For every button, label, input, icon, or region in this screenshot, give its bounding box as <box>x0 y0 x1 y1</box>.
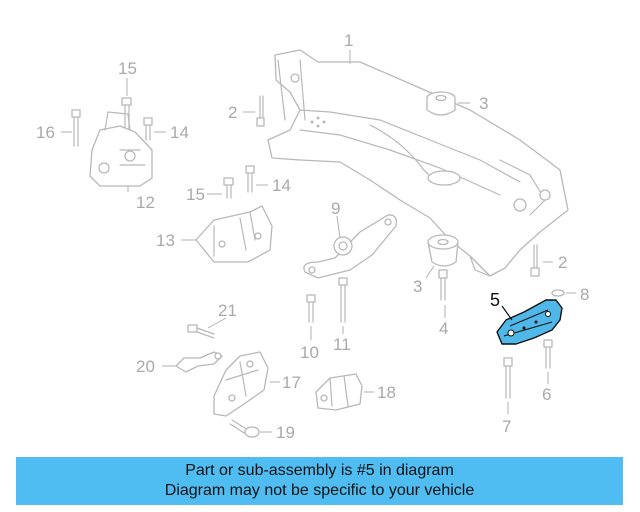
callout-21: 21 <box>218 301 237 320</box>
callout-5-highlighted: 5 <box>490 290 500 310</box>
callout-2-lower: 2 <box>558 253 567 272</box>
callout-15-lower: 15 <box>186 185 205 204</box>
bolt-10 <box>306 294 316 323</box>
bolt-4 <box>438 269 448 301</box>
callout-7: 7 <box>502 417 511 436</box>
banner-line-2: Diagram may not be specific to your vehi… <box>164 482 475 499</box>
washer-8 <box>551 289 565 297</box>
torque-rod <box>303 214 397 279</box>
callout-9: 9 <box>331 199 340 218</box>
callout-14-upper: 14 <box>170 123 189 142</box>
bolt-14-lower <box>245 165 255 193</box>
parts-diagram: 1 2 3 15 16 14 12 15 14 13 9 3 4 2 8 6 7… <box>36 31 589 442</box>
callout-11: 11 <box>333 335 351 354</box>
bolt-16 <box>71 109 81 147</box>
callout-13: 13 <box>156 231 175 250</box>
callout-12: 12 <box>136 193 155 212</box>
lower-bracket <box>213 351 269 417</box>
callout-15-upper: 15 <box>118 59 137 78</box>
bolt-21 <box>187 324 215 339</box>
callout-8: 8 <box>580 285 589 304</box>
callout-3-lower: 3 <box>413 277 422 296</box>
callout-1: 1 <box>344 31 353 50</box>
bolt-15-lower <box>223 177 234 199</box>
link-arm <box>175 351 223 373</box>
bushing-upper <box>426 91 456 116</box>
callout-4: 4 <box>439 319 448 338</box>
callout-20: 20 <box>136 357 155 376</box>
bolt-6 <box>543 339 553 369</box>
banner-line-1: Part or sub-assembly is #5 in diagram <box>185 462 454 479</box>
callout-2-upper: 2 <box>228 103 237 122</box>
bolt-14-upper <box>143 117 153 141</box>
info-banner: Part or sub-assembly is #5 in diagram Di… <box>16 457 623 505</box>
engine-mount <box>89 111 153 187</box>
callout-10: 10 <box>300 343 319 362</box>
leader-lines <box>61 50 576 433</box>
callout-14-lower: 14 <box>272 176 291 195</box>
mount-bracket <box>195 205 273 263</box>
callout-3-upper: 3 <box>479 94 488 113</box>
highlighted-part-5 <box>496 299 563 345</box>
bolt-7 <box>503 357 513 399</box>
callout-19: 19 <box>276 423 295 442</box>
bolt-2-lower <box>530 244 540 277</box>
subframe-crossmember <box>267 49 569 277</box>
bolt-19 <box>229 419 260 438</box>
mount-block <box>315 373 363 411</box>
bolt-11 <box>338 277 348 323</box>
callout-6: 6 <box>542 385 551 404</box>
bushing-lower <box>427 234 459 267</box>
bolt-2-upper <box>256 95 265 127</box>
callout-17: 17 <box>282 373 301 392</box>
callout-16: 16 <box>36 123 55 142</box>
callout-18: 18 <box>377 383 396 402</box>
callout-labels: 1 2 3 15 16 14 12 15 14 13 9 3 4 2 8 6 7… <box>36 31 589 442</box>
